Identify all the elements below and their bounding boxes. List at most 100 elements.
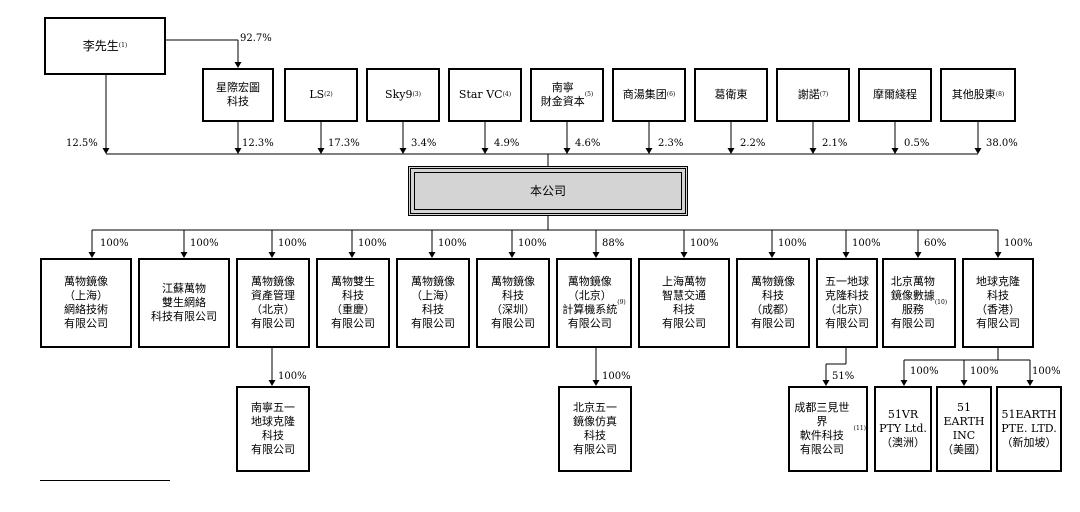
pct-label: 2.3% <box>658 138 684 149</box>
arrowhead <box>481 148 489 154</box>
subsidiary-box: 萬物雙生 科技 （重慶） 有限公司 <box>316 258 390 348</box>
pct-label: 100% <box>100 238 129 249</box>
pct-label: 100% <box>190 238 219 249</box>
pct-label: 2.2% <box>740 138 766 149</box>
second-level-box: 51VR PTY Ltd. （澳洲） <box>874 386 932 472</box>
arrowhead <box>268 252 276 258</box>
arrowhead <box>592 380 600 386</box>
arrowhead <box>809 148 817 154</box>
shareholder-name: 葛衛東 <box>714 88 748 101</box>
pct-label: 100% <box>602 371 631 382</box>
footnote-marker: (11) <box>853 425 866 432</box>
footnote-marker: (1) <box>118 42 128 49</box>
subsidiary-name: 萬物鏡像 科技 （成都） 有限公司 <box>751 275 795 330</box>
subsidiary-name: 51 EARTH INC （美國） <box>942 401 986 456</box>
arrowhead <box>914 252 922 258</box>
arrowhead <box>348 252 356 258</box>
footnote-rule <box>40 480 170 481</box>
pct-label: 38.0% <box>986 138 1018 149</box>
pct-label: 88% <box>602 238 625 249</box>
subsidiary-name: 上海萬物 智慧交通 科技 有限公司 <box>662 275 706 330</box>
pct-label: 51% <box>832 371 855 382</box>
arrowhead <box>399 148 407 154</box>
footnote-marker: (9) <box>617 299 626 306</box>
second-level-box: 成都三見世界 軟件科技 有限公司(11) <box>788 386 868 472</box>
pct-label: 100% <box>910 366 939 377</box>
shareholder-moer: 摩爾綫程 <box>858 68 932 122</box>
pct-label: 100% <box>778 238 807 249</box>
subsidiary-name: 51EARTH PTE. LTD. （新加坡） <box>1001 408 1057 449</box>
subsidiary-box: 萬物鏡像 （北京） 計算機系統 有限公司(9) <box>556 258 632 348</box>
subsidiary-box: 萬物鏡像 資產管理 （北京） 有限公司 <box>236 258 310 348</box>
subsidiary-box: 上海萬物 智慧交通 科技 有限公司 <box>638 258 730 348</box>
subsidiary-name: 五一地球 克隆科技 （北京） 有限公司 <box>825 275 869 330</box>
footnote-marker: (6) <box>666 91 676 98</box>
subsidiary-name: 萬物鏡像 資產管理 （北京） 有限公司 <box>251 275 295 330</box>
arrowhead <box>822 380 830 386</box>
pct-label: 3.4% <box>411 138 437 149</box>
pct-label: 100% <box>1032 366 1061 377</box>
arrowhead <box>900 380 908 386</box>
second-level-box: 51 EARTH INC （美國） <box>936 386 992 472</box>
arrowhead <box>428 252 436 258</box>
company-name: 本公司 <box>529 184 566 198</box>
arrowhead <box>88 252 96 258</box>
shareholder-xie: 謝諾(7) <box>776 68 850 122</box>
second-level-box: 51EARTH PTE. LTD. （新加坡） <box>996 386 1062 472</box>
subsidiary-name: 萬物鏡像 （北京） 計算機系統 有限公司 <box>562 275 618 330</box>
pct-label: 4.6% <box>575 138 601 149</box>
pct-label: 4.9% <box>494 138 520 149</box>
subsidiary-name: 北京萬物 鏡像數據 服務 有限公司 <box>890 275 935 330</box>
shareholder-name: LS <box>309 88 325 101</box>
arrowhead <box>974 148 982 154</box>
shareholder-mr-li: 李先生(1) <box>44 17 166 75</box>
arrowhead <box>508 252 516 258</box>
arrowhead <box>234 62 242 68</box>
arrowhead <box>960 380 968 386</box>
shareholder-starvc: Star VC(4) <box>448 68 522 122</box>
footnote-marker: (8) <box>995 91 1005 98</box>
subsidiary-box: 萬物鏡像 （上海） 網絡技術 有限公司 <box>40 258 132 348</box>
arrowhead <box>680 252 688 258</box>
arrowhead <box>645 148 653 154</box>
arrowhead <box>768 252 776 258</box>
subsidiary-name: 地球克隆 科技 （香港） 有限公司 <box>976 275 1020 330</box>
subsidiary-name: 北京五一 鏡像仿真 科技 有限公司 <box>573 401 617 456</box>
second-level-box: 南寧五一 地球克隆 科技 有限公司 <box>236 386 310 472</box>
pct-label: 100% <box>690 238 719 249</box>
subsidiary-name: 江蘇萬物 雙生網絡 科技有限公司 <box>151 282 217 323</box>
subsidiary-box: 萬物鏡像 科技 （深圳） 有限公司 <box>476 258 550 348</box>
arrowhead <box>891 148 899 154</box>
shareholder-name: 謝諾 <box>797 88 820 101</box>
pct-label: 12.3% <box>242 138 274 149</box>
pct-label: 100% <box>358 238 387 249</box>
arrowhead <box>592 252 600 258</box>
footnote-marker: (2) <box>324 91 333 98</box>
pct-label: 60% <box>924 238 947 249</box>
shareholder-xingji: 星際宏圖 科技 <box>202 68 274 122</box>
shareholder-name: 摩爾綫程 <box>873 88 917 101</box>
shareholder-sky9: Sky9(3) <box>366 68 440 122</box>
subsidiary-name: 51VR PTY Ltd. （澳洲） <box>879 408 927 449</box>
shareholder-name: 南寧 財金資本 <box>540 81 585 108</box>
subsidiary-box: 江蘇萬物 雙生網絡 科技有限公司 <box>138 258 230 348</box>
shareholder-nanning: 南寧 財金資本(5) <box>530 68 604 122</box>
shareholder-others: 其他股東(8) <box>940 68 1016 122</box>
pct-label: 100% <box>970 366 999 377</box>
shareholder-name: 星際宏圖 科技 <box>216 81 260 108</box>
arrowhead <box>727 148 735 154</box>
subsidiary-box: 北京萬物 鏡像數據 服務 有限公司(10) <box>882 258 956 348</box>
pct-label: 100% <box>278 371 307 382</box>
footnote-marker: (7) <box>819 91 829 98</box>
footnote-marker: (3) <box>412 91 421 98</box>
footnote-marker: (4) <box>502 91 512 98</box>
arrowhead <box>102 148 110 154</box>
shareholder-ge: 葛衛東 <box>694 68 768 122</box>
connector-lines <box>88 39 1034 386</box>
shareholder-ls: LS(2) <box>284 68 358 122</box>
subsidiary-name: 萬物鏡像 科技 （深圳） 有限公司 <box>491 275 535 330</box>
subsidiary-box: 萬物鏡像 （上海） 科技 有限公司 <box>396 258 470 348</box>
arrowhead <box>563 148 571 154</box>
footnote-marker: (5) <box>584 91 594 98</box>
